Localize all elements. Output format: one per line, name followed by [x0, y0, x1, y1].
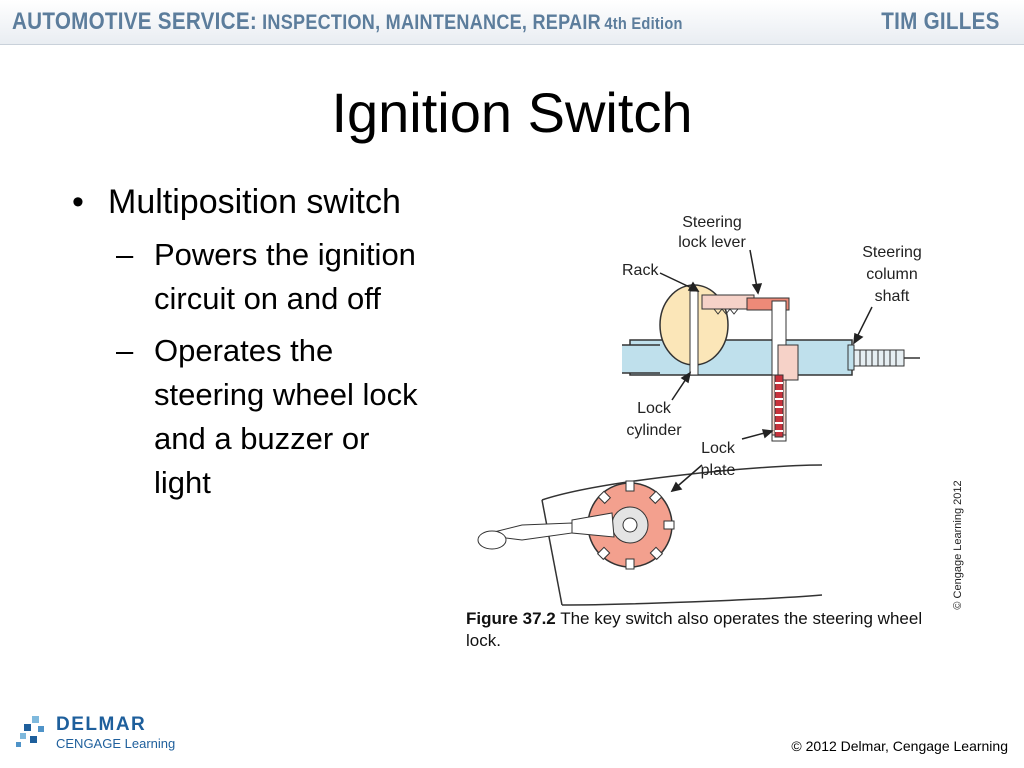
image-credit: © Cengage Learning 2012: [952, 480, 964, 610]
label-cylinder: cylinder: [626, 422, 682, 439]
bullet-list: • Multiposition switch – Powers the igni…: [62, 180, 422, 505]
label-shaft: shaft: [875, 288, 910, 305]
label-lock: Lock: [637, 400, 672, 417]
book-title: AUTOMOTIVE SERVICE:INSPECTION, MAINTENAN…: [12, 8, 683, 36]
logo-delmar: DELMAR: [56, 714, 147, 735]
lock-plate-wheel: [477, 464, 823, 606]
label-lock-lever: lock lever: [678, 234, 746, 251]
book-header: AUTOMOTIVE SERVICE:INSPECTION, MAINTENAN…: [0, 0, 1024, 45]
logo-cengage: CENGAGE Learning: [56, 736, 176, 751]
lock-plate: [774, 374, 784, 438]
book-author: TIM GILLES: [881, 8, 1000, 35]
steering-lock-diagram: Steering lock lever Rack Steering column…: [477, 214, 922, 606]
dash-icon: –: [116, 237, 134, 272]
sub-bullet-item: – Operates the steering wheel lock and a…: [62, 329, 422, 505]
book-title-sub: INSPECTION, MAINTENANCE, REPAIR: [262, 11, 601, 34]
label-steering-2: Steering: [862, 244, 922, 261]
dash-icon: –: [116, 333, 134, 368]
bullet-item: • Multiposition switch: [62, 180, 422, 225]
book-edition: 4th Edition: [604, 14, 683, 33]
bullet-text: Multiposition switch: [108, 183, 401, 221]
figure-caption-text: The key switch also operates the steerin…: [466, 609, 923, 650]
book-title-main: AUTOMOTIVE SERVICE:: [12, 8, 257, 35]
figure-number: Figure 37.2: [466, 609, 556, 628]
delmar-cengage-logo: DELMAR CENGAGE Learning: [16, 712, 196, 752]
bullet-dot-icon: •: [72, 183, 84, 221]
sub-bullet-item: – Powers the ignition circuit on and off: [62, 233, 422, 321]
copyright-notice: © 2012 Delmar, Cengage Learning: [791, 738, 1008, 754]
figure-caption: Figure 37.2 The key switch also operates…: [466, 608, 936, 652]
label-column: column: [866, 266, 918, 283]
sub-bullet-text: Powers the ignition circuit on and off: [154, 237, 416, 316]
label-rack: Rack: [622, 262, 659, 279]
label-plate: plate: [701, 462, 736, 479]
label-lock-2: Lock: [701, 440, 736, 457]
label-steering: Steering: [682, 214, 742, 231]
sub-bullet-text: Operates the steering wheel lock and a b…: [154, 333, 418, 500]
slide-title: Ignition Switch: [331, 81, 693, 144]
logo-mark-icon: [16, 716, 44, 747]
